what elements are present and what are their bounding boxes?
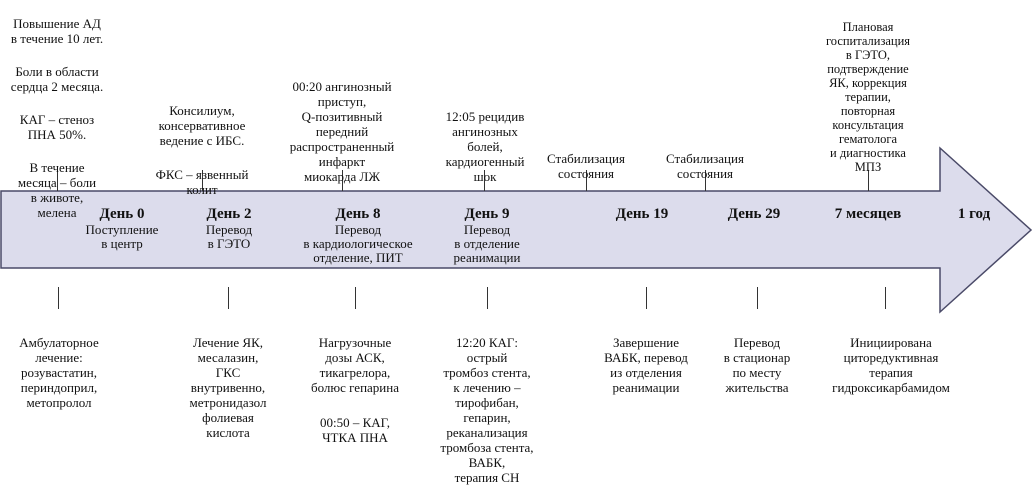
top-event-day8: 00:20 ангинозный приступ, Q-позитивный п…	[272, 64, 412, 199]
tick-bottom	[646, 287, 647, 309]
day-label: День 9	[464, 206, 510, 222]
bottom-event-day2: Лечение ЯК, месалазин, ГКС внутривенно, …	[171, 320, 285, 455]
day-label: День 29	[727, 206, 781, 222]
event-text: Боли в области сердца 2 месяца.	[10, 64, 104, 94]
event-text: 00:20 ангинозный приступ, Q-позитивный п…	[289, 79, 395, 184]
tick-bottom	[355, 287, 356, 309]
event-text: 00:50 – КАГ, ЧТКА ПНА	[320, 415, 390, 445]
event-text: Повышение АД в течение 10 лет.	[10, 16, 104, 46]
event-text: Инициирована циторедуктивная терапия гид…	[832, 335, 950, 395]
event-text: Стабилизация состояния	[666, 151, 744, 181]
day-label: День 8	[335, 206, 381, 222]
month-7: 7 месяцев	[818, 206, 918, 223]
day-label: 7 месяцев	[834, 206, 902, 222]
tick-bottom	[885, 287, 886, 309]
event-text: ФКС – язвенный колит	[155, 167, 249, 197]
day-sublabel: Перевод в ГЭТО	[205, 222, 253, 251]
tick-top	[868, 170, 869, 191]
day-2: День 2 Перевод в ГЭТО	[179, 206, 279, 251]
top-event-day29: Стабилизация состояния	[653, 136, 757, 196]
day-sublabel: Перевод в отделение реанимации	[453, 222, 521, 265]
day-8: День 8 Перевод в кардиологическое отделе…	[286, 206, 430, 265]
top-event-day9: 12:05 рецидив ангинозных болей, кардиоге…	[429, 94, 541, 199]
year-1: 1 год	[934, 206, 1014, 223]
bottom-event-7months: Инициирована циторедуктивная терапия гид…	[816, 320, 966, 410]
event-text: Нагрузочные дозы АСК, тикагрелора, болюс…	[310, 335, 399, 395]
day-19: День 19	[592, 206, 692, 223]
event-text: Завершение ВАБК, перевод из отделения ре…	[604, 335, 688, 395]
tick-bottom	[228, 287, 229, 309]
day-label: 1 год	[957, 206, 991, 222]
top-event-day19: Стабилизация состояния	[534, 136, 638, 196]
day-9: День 9 Перевод в отделение реанимации	[437, 206, 537, 265]
tick-bottom	[58, 287, 59, 309]
timeline-arrow-shape	[0, 146, 1033, 314]
tick-bottom	[757, 287, 758, 309]
event-text: 12:05 рецидив ангинозных болей, кардиоге…	[445, 109, 525, 184]
bottom-event-day0: Амбулаторное лечение: розувастатин, пери…	[1, 320, 117, 425]
event-text: 12:20 КАГ: острый тромбоз стента, к лече…	[440, 335, 534, 485]
tick-top	[342, 170, 343, 191]
tick-top	[586, 170, 587, 191]
bottom-event-day19: Завершение ВАБК, перевод из отделения ре…	[589, 320, 703, 410]
event-text: Стабилизация состояния	[547, 151, 625, 181]
bottom-event-day9: 12:20 КАГ: острый тромбоз стента, к лече…	[426, 320, 548, 500]
event-text: КАГ – стеноз ПНА 50%.	[19, 112, 95, 142]
event-text: В течение месяца – боли в животе, мелена	[17, 160, 97, 220]
top-event-7months: Плановая госпитализация в ГЭТО, подтверж…	[808, 6, 928, 188]
day-label: День 0	[99, 206, 145, 222]
day-sublabel: Поступление в центр	[85, 222, 159, 251]
event-text: Перевод в стационар по месту жительства	[723, 335, 791, 395]
event-text: Консилиум, консервативное ведение с ИБС.	[158, 103, 246, 148]
tick-top	[705, 170, 706, 191]
tick-bottom	[487, 287, 488, 309]
tick-top	[202, 170, 203, 191]
tick-top	[484, 170, 485, 191]
top-event-day2: Консилиум, консервативное ведение с ИБС.…	[142, 88, 262, 212]
event-text: Плановая госпитализация в ГЭТО, подтверж…	[825, 20, 911, 174]
event-text: Лечение ЯК, месалазин, ГКС внутривенно, …	[189, 335, 267, 440]
day-sublabel: Перевод в кардиологическое отделение, ПИ…	[303, 222, 413, 265]
event-text: Амбулаторное лечение: розувастатин, пери…	[19, 335, 99, 410]
day-label: День 2	[206, 206, 252, 222]
day-label: День 19	[615, 206, 669, 222]
bottom-event-day29: Перевод в стационар по месту жительства	[705, 320, 809, 410]
day-0: День 0 Поступление в центр	[72, 206, 172, 251]
bottom-event-day8: Нагрузочные дозы АСК, тикагрелора, болюс…	[298, 320, 412, 460]
day-29: День 29	[704, 206, 804, 223]
tick-top	[57, 170, 58, 191]
top-event-day0: Повышение АД в течение 10 лет. Боли в об…	[0, 1, 114, 235]
